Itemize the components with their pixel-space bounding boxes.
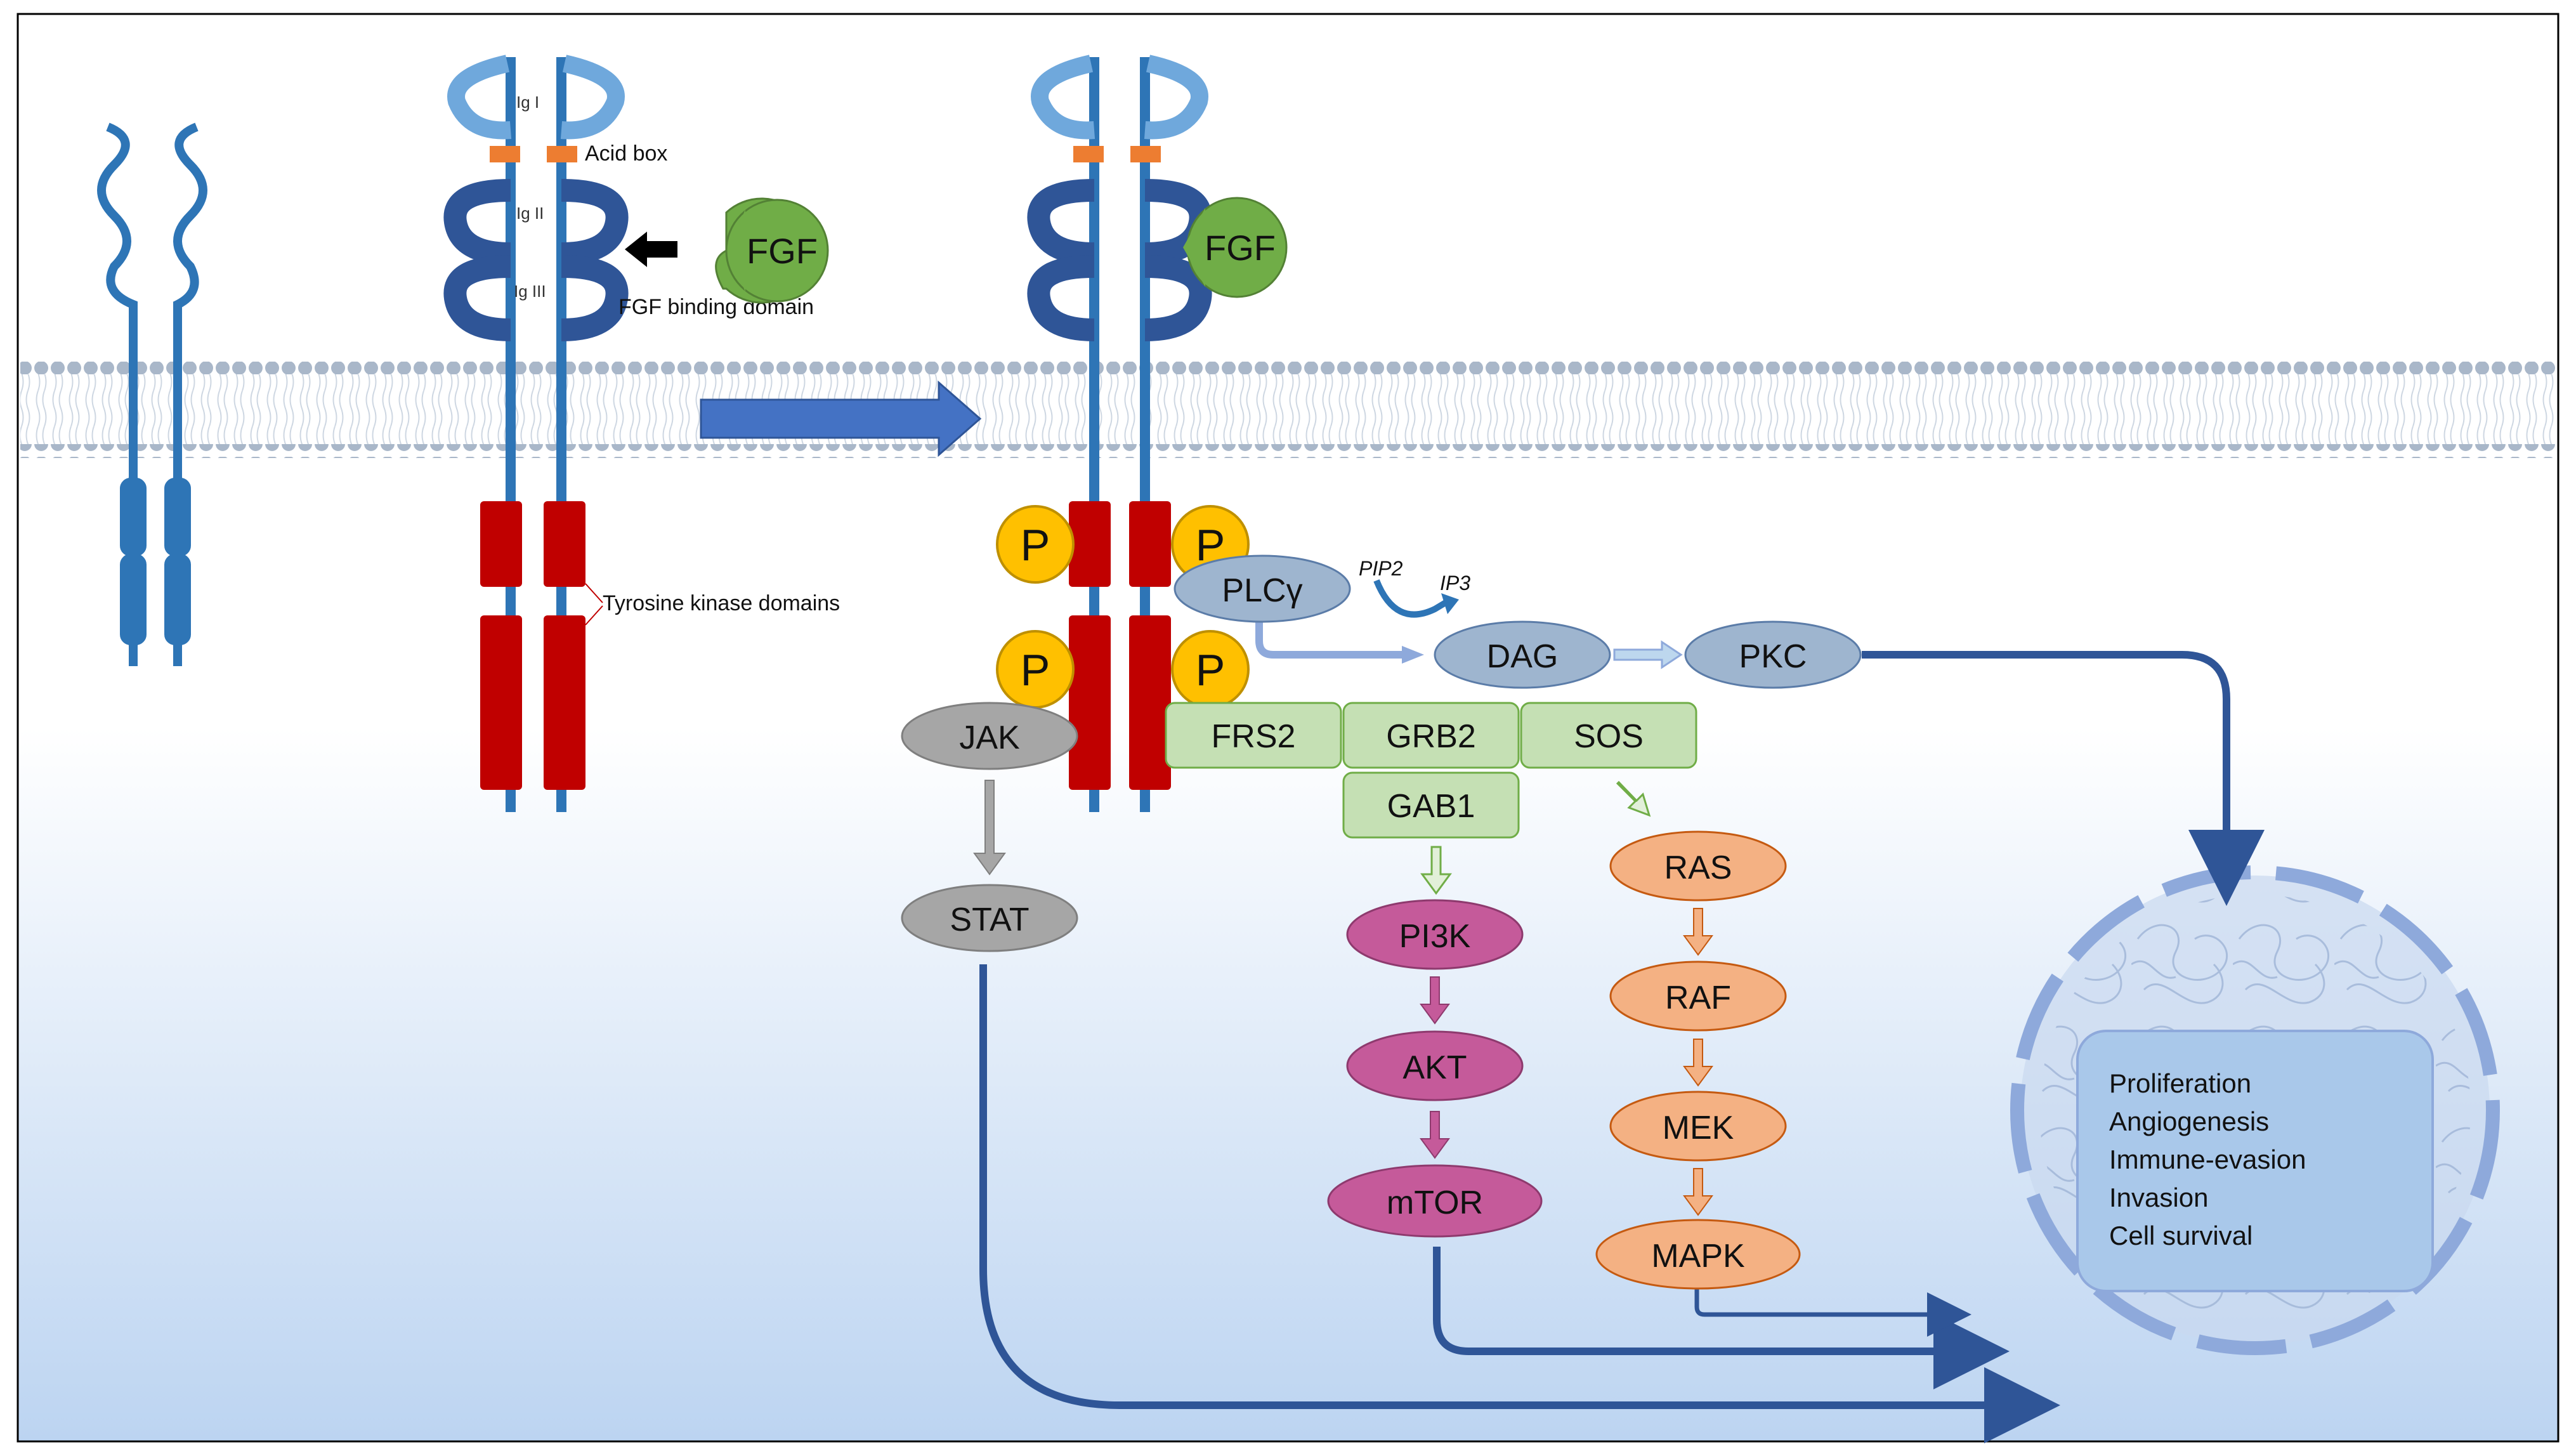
svg-text:RAF: RAF: [1665, 980, 1731, 1016]
receptor-monomer-left: [97, 122, 207, 666]
mapk-branch: RAS RAF MEK MAPK: [1595, 780, 1801, 1290]
acid-box-left: [490, 146, 520, 162]
dag-node: [1434, 620, 1611, 689]
ig3-domain: [443, 255, 511, 341]
cell-membrane: [20, 360, 2556, 458]
frs2-node: [1165, 702, 1342, 769]
pathway-arrows-to-nucleus: [979, 651, 2265, 1443]
ras-node: [1609, 830, 1787, 902]
akt-node: [1346, 1030, 1524, 1101]
ig3-label: Ig III: [514, 282, 546, 301]
svg-text:PLCγ: PLCγ: [1222, 572, 1302, 609]
svg-text:STAT: STAT: [950, 902, 1029, 938]
nucleus: Proliferation Angiogenesis Immune-evasio…: [2010, 865, 2500, 1355]
ig2-domain: [443, 179, 511, 265]
adaptor-complex: FRS2 GRB2 SOS GAB1: [1165, 702, 1697, 839]
svg-text:FRS2: FRS2: [1212, 718, 1296, 755]
pi3k-branch: PI3K AKT mTOR: [1327, 846, 1543, 1238]
plcg-branch: PLCγ PIP2 IP3 DAG PKC: [1174, 554, 1862, 689]
ig2-label: Ig II: [516, 204, 544, 223]
svg-text:DAG: DAG: [1487, 638, 1559, 675]
svg-text:RAS: RAS: [1664, 849, 1732, 886]
kinase-domain: [480, 501, 522, 587]
outcomes-box: [2076, 1030, 2434, 1292]
svg-text:AKT: AKT: [1402, 1049, 1467, 1086]
outcome-1: Proliferation: [2109, 1068, 2251, 1098]
ip3-label: IP3: [1440, 572, 1470, 594]
svg-text:mTOR: mTOR: [1387, 1184, 1483, 1221]
outcome-3: Immune-evasion: [2109, 1144, 2306, 1174]
mapk-node: [1595, 1219, 1801, 1290]
binding-arrow: [625, 232, 677, 267]
outcome-2: Angiogenesis: [2109, 1106, 2269, 1136]
fgf-ligand-free: FGF: [715, 197, 829, 304]
activation-arrow: [700, 380, 982, 457]
phosphate-groups: P P P P: [996, 505, 1250, 709]
receptor-labelled: Ig I Ig II Ig III Acid box FGF binding d…: [443, 55, 840, 812]
plcg-node: [1174, 554, 1351, 623]
pkc-node: [1684, 620, 1862, 689]
mtor-node: [1327, 1164, 1543, 1238]
gab1-node: [1342, 771, 1520, 839]
svg-text:P: P: [1196, 645, 1226, 695]
pip2-label: PIP2: [1359, 557, 1403, 580]
sos-node: [1520, 702, 1697, 769]
stat-node: [901, 884, 1078, 952]
outcome-4: Invasion: [2109, 1183, 2208, 1212]
svg-text:GRB2: GRB2: [1386, 718, 1476, 755]
acid-box-right: [547, 146, 577, 162]
outcome-5: Cell survival: [2109, 1221, 2252, 1250]
jak-node: [901, 702, 1078, 770]
svg-text:MEK: MEK: [1663, 1110, 1734, 1146]
tyrosine-kinase-label: Tyrosine kinase domains: [603, 591, 840, 615]
receptor-active-dimer: [1027, 55, 1212, 812]
svg-text:PI3K: PI3K: [1399, 918, 1471, 955]
ig1-domain: [447, 55, 512, 140]
ig1-label: Ig I: [516, 93, 539, 112]
svg-text:GAB1: GAB1: [1387, 788, 1475, 825]
raf-node: [1609, 961, 1787, 1032]
jak-stat-branch: JAK STAT: [901, 702, 1078, 952]
svg-text:P: P: [1021, 645, 1050, 695]
mek-node: [1609, 1091, 1787, 1162]
svg-text:FGF: FGF: [747, 231, 818, 271]
svg-text:P: P: [1021, 520, 1050, 570]
svg-text:FGF: FGF: [1205, 228, 1276, 268]
pi3k-node: [1346, 899, 1524, 970]
svg-text:JAK: JAK: [959, 719, 1020, 756]
grb2-node: [1342, 702, 1520, 769]
svg-text:SOS: SOS: [1574, 718, 1644, 755]
acid-box-label: Acid box: [585, 141, 667, 166]
svg-text:MAPK: MAPK: [1651, 1238, 1745, 1275]
svg-text:PKC: PKC: [1739, 638, 1807, 675]
fgf-ligand-bound: FGF: [1183, 197, 1288, 298]
